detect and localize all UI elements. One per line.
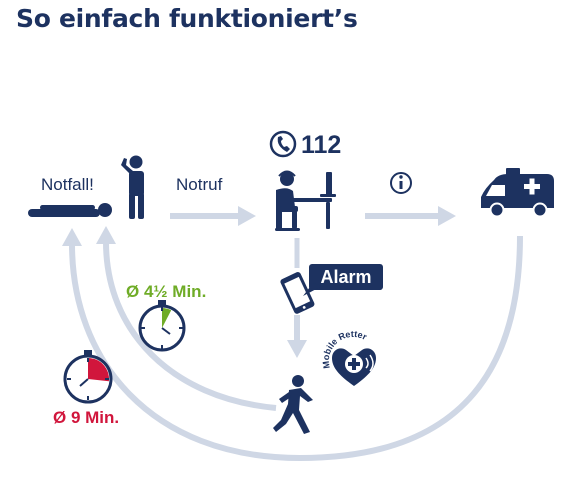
arrow-dispatch-to-ambulance <box>365 206 456 226</box>
arrow-runner-to-patient <box>96 226 277 411</box>
phone-number: 112 <box>301 131 341 159</box>
stopwatch-green-icon <box>138 300 186 352</box>
time-mobile-retter: Ø 4½ Min. <box>126 282 206 301</box>
stopwatch-red-icon <box>63 350 113 404</box>
arrow-ambulance-to-patient <box>62 228 523 462</box>
standing-person-icon <box>121 155 144 219</box>
mobile-retter-logo-icon: Mobile Retter <box>321 329 376 386</box>
arrow-smartphone-to-runner <box>287 315 307 358</box>
running-person-icon <box>273 375 313 434</box>
info-icon <box>390 172 412 194</box>
smartphone-icon <box>280 272 315 314</box>
page-title: So einfach funktioniert’s <box>16 4 358 33</box>
dispatcher-icon <box>275 170 336 231</box>
lying-person-icon <box>28 203 112 217</box>
label-call: Notruf <box>176 175 223 194</box>
alarm-badge: Alarm <box>303 264 383 296</box>
time-ambulance: Ø 9 Min. <box>53 408 119 427</box>
label-emergency: Notfall! <box>41 175 94 194</box>
ambulance-icon <box>481 168 554 218</box>
phone-icon <box>269 130 297 158</box>
arrow-call-to-dispatch <box>170 206 256 226</box>
alarm-label: Alarm <box>320 267 371 287</box>
